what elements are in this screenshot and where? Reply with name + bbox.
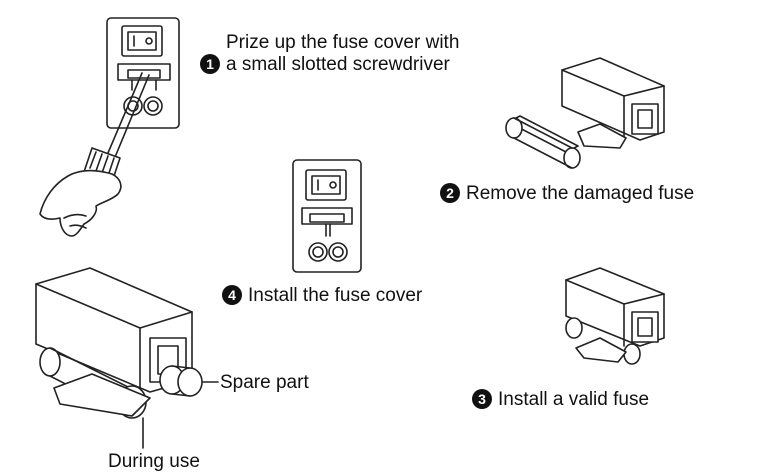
- during-use-label: During use: [108, 451, 200, 472]
- step-3-label: 3 Install a valid fuse: [472, 389, 649, 411]
- step-2-label: 2 Remove the damaged fuse: [440, 183, 694, 205]
- step-2-text: Remove the damaged fuse: [466, 183, 695, 204]
- step-1-label: Prize up the fuse cover with 1 a small sl…: [200, 32, 459, 76]
- step-4-text: Install the fuse cover: [248, 285, 423, 306]
- step-1-line1: Prize up the fuse cover with: [226, 32, 460, 53]
- fuse-holder-installed: [565, 267, 665, 365]
- fuse-holder-detail: [35, 267, 219, 449]
- step-1-line2: a small slotted screwdriver: [226, 54, 450, 75]
- step-4-number: 4: [222, 285, 242, 305]
- step-2-number: 2: [440, 183, 460, 203]
- step-4-label: 4 Install the fuse cover: [222, 285, 422, 307]
- step-1-number: 1: [200, 54, 220, 74]
- step-3-number: 3: [472, 389, 492, 409]
- spare-part-label: Spare part: [220, 372, 309, 393]
- fuse-panel-with-screwdriver: [39, 17, 180, 237]
- fuse-panel-closed: [292, 159, 362, 273]
- step-3-text: Install a valid fuse: [498, 389, 650, 410]
- fuse-holder-removed: [505, 57, 665, 169]
